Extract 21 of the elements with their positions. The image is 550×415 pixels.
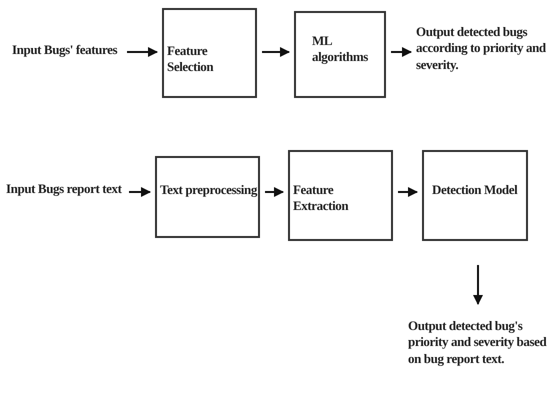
arrow <box>398 187 418 197</box>
arrow <box>265 187 284 197</box>
process-box <box>422 150 528 241</box>
box-label: Feature Selection <box>167 43 214 76</box>
flow-text: Output detected bugs according to priority and severity. <box>416 24 547 73</box>
arrow <box>473 265 483 305</box>
flow-text: Input Bugs' features <box>12 42 118 58</box>
flow-text: Input Bugs report text <box>6 181 123 198</box>
process-box <box>162 8 257 98</box>
process-box <box>155 156 260 238</box>
process-box <box>294 11 386 98</box>
box-label: Text preprocessing <box>160 182 258 198</box>
arrow <box>391 47 412 57</box>
arrow <box>127 47 158 57</box>
box-label: ML algorithms <box>312 33 369 66</box>
process-box <box>288 150 393 241</box>
box-label: Feature Extraction <box>293 182 350 214</box>
flow-text: Output detected bug's priority and severity based on bug report text. <box>408 318 548 367</box>
arrow <box>262 47 290 57</box>
box-label: Detection Model <box>432 182 518 198</box>
arrow <box>129 187 151 197</box>
